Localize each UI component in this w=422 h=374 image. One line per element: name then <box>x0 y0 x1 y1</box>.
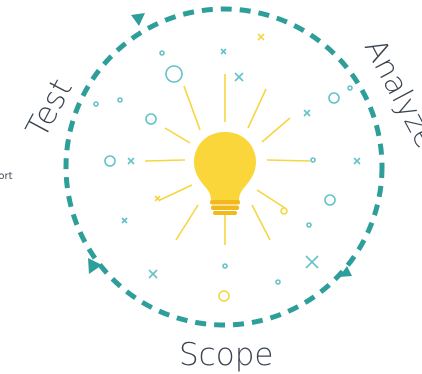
sparkle-dot <box>275 279 281 285</box>
sparkle-circle <box>145 113 157 125</box>
sparkle-dot <box>310 157 316 163</box>
sparkle-dot <box>306 222 312 228</box>
stage-label-scope: Scope <box>179 337 273 373</box>
sparkle-cross <box>220 48 227 55</box>
sparkle-dot <box>117 97 123 103</box>
sparkle-cross <box>257 33 265 41</box>
ray <box>256 189 286 209</box>
bulb-base-ring <box>211 205 239 210</box>
sparkle-circle <box>324 194 336 206</box>
light-rays <box>144 74 311 245</box>
bulb-glass <box>194 132 256 200</box>
lightbulb-icon <box>194 132 256 215</box>
ray <box>175 204 199 241</box>
cycle-arrow-top <box>131 13 145 26</box>
sparkle-decorations <box>93 33 361 302</box>
ray <box>266 159 311 162</box>
bulb-base-ring <box>213 211 237 215</box>
bulb-base-ring <box>210 200 240 205</box>
sparkle-circle <box>165 65 183 83</box>
dashed-cycle-ring <box>63 6 385 328</box>
ray <box>144 159 186 162</box>
sparkle-dot <box>159 50 165 56</box>
truncated-label: port <box>0 171 13 182</box>
sparkle-cross <box>121 217 128 224</box>
sparkle-cross <box>148 269 158 279</box>
sparkle-dot <box>222 263 228 269</box>
cycle-arrow-left <box>88 258 102 274</box>
sparkle-cross <box>353 157 361 165</box>
ray <box>183 85 201 131</box>
ray <box>164 127 191 144</box>
ray <box>251 204 271 241</box>
sparkle-dot <box>280 207 288 215</box>
cycle-arrow-bottom-right <box>339 266 352 277</box>
ray <box>159 184 193 201</box>
sparkle-cross <box>154 195 161 202</box>
sparkle-circle <box>104 155 116 167</box>
sparkle-circle <box>328 92 340 104</box>
sparkle-cross <box>303 109 311 117</box>
ray <box>247 88 267 129</box>
stage-label-test: Test <box>19 73 79 144</box>
sparkle-cross <box>305 255 319 269</box>
sparkle-circle <box>218 290 230 302</box>
ray <box>261 117 291 143</box>
sparkle-dot <box>93 101 99 107</box>
sparkle-cross <box>127 157 135 165</box>
sparkle-cross <box>234 72 244 82</box>
sparkle-dot <box>347 85 353 91</box>
